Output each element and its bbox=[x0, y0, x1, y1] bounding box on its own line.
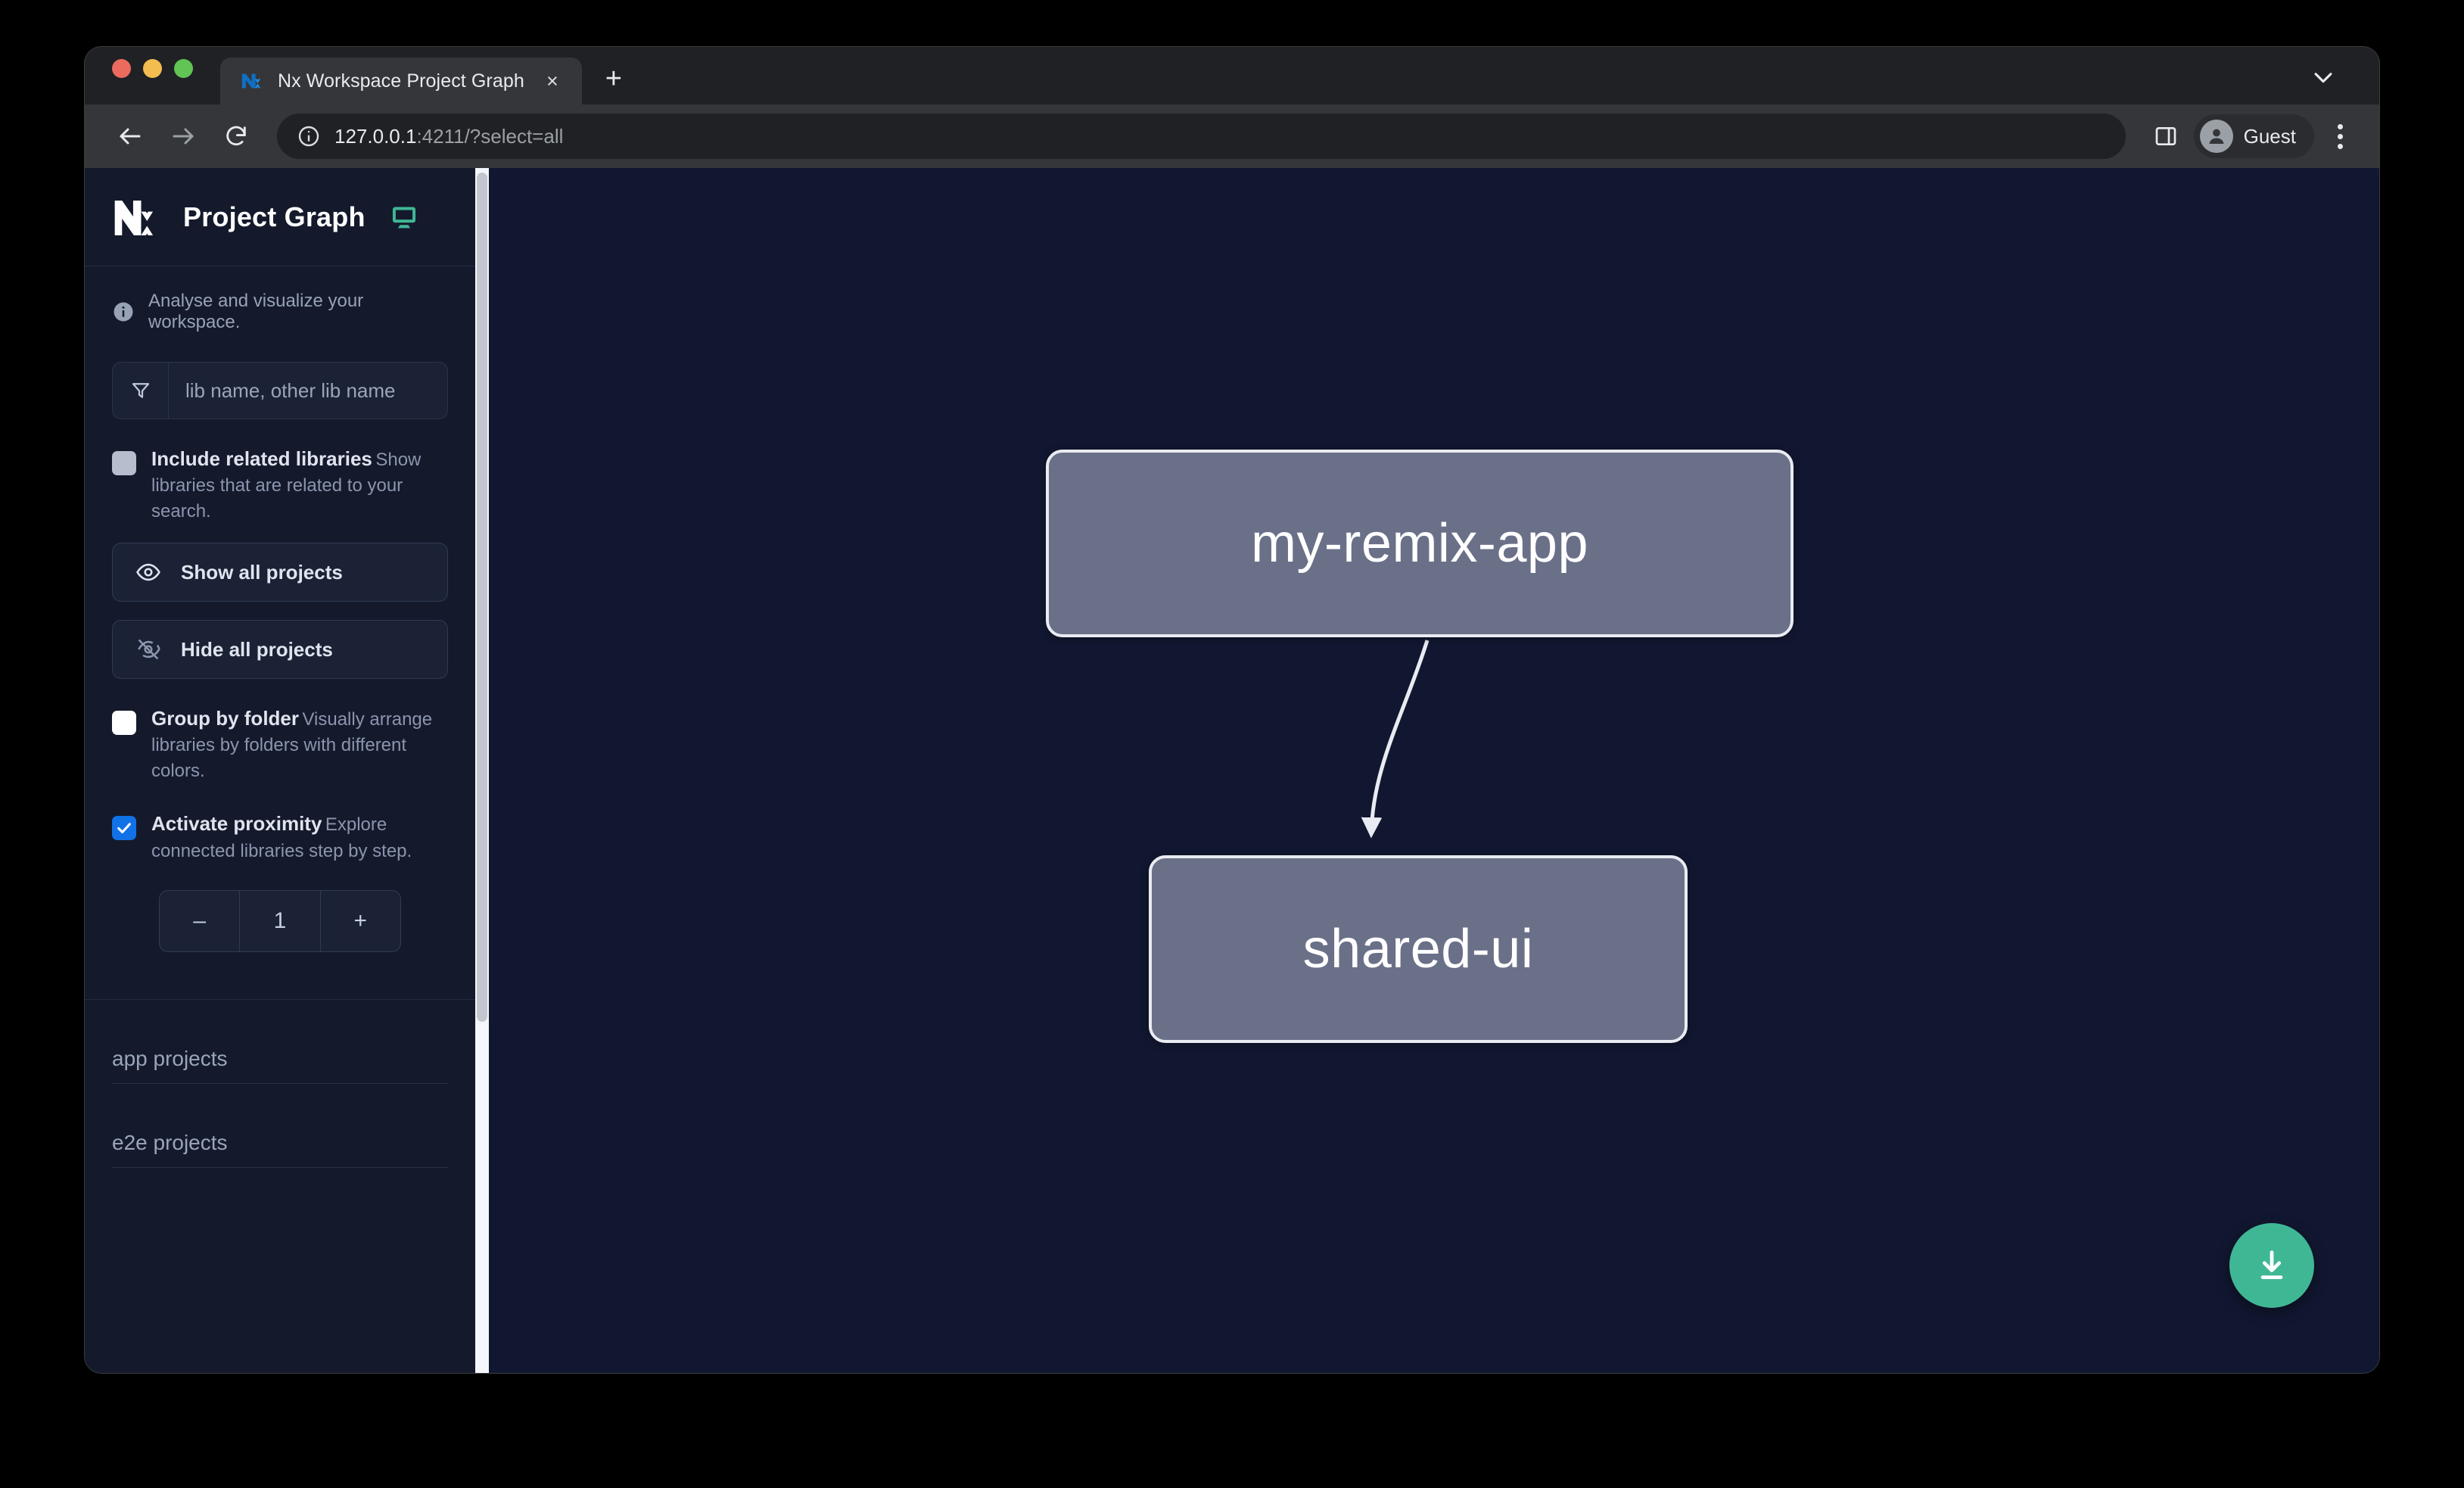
option-activate-proximity[interactable]: Activate proximity Explore connected lib… bbox=[112, 811, 448, 864]
tab-strip: Nx Workspace Project Graph × + bbox=[85, 47, 2379, 104]
sidebar-header: Project Graph bbox=[85, 168, 475, 266]
back-button[interactable] bbox=[107, 114, 153, 159]
browser-tab[interactable]: Nx Workspace Project Graph × bbox=[220, 58, 582, 104]
download-icon bbox=[2260, 1250, 2283, 1279]
sidebar-divider bbox=[85, 998, 475, 1000]
page-content: Project Graph Analyse and visualize your… bbox=[85, 168, 2379, 1373]
option-description: Show libraries that are related to your … bbox=[151, 450, 422, 522]
option-description: Explore connected libraries step by step… bbox=[151, 814, 412, 861]
site-info-icon[interactable] bbox=[297, 124, 321, 148]
url-text: 127.0.0.1:4211/?select=all bbox=[334, 125, 563, 148]
minimize-window-button[interactable] bbox=[143, 58, 162, 78]
group-e2e-projects[interactable]: e2e projects bbox=[112, 1084, 448, 1168]
filter-icon bbox=[113, 363, 169, 419]
search-input[interactable] bbox=[169, 363, 447, 419]
monitor-icon[interactable] bbox=[390, 203, 418, 232]
sidebar: Project Graph Analyse and visualize your… bbox=[85, 168, 489, 1373]
sidebar-body: Include related libraries Show libraries… bbox=[85, 333, 475, 952]
proximity-stepper: – 1 + bbox=[159, 889, 401, 952]
group-label: app projects bbox=[112, 1046, 228, 1070]
node-label: my-remix-app bbox=[1250, 513, 1589, 574]
address-bar[interactable]: 127.0.0.1:4211/?select=all bbox=[277, 114, 2126, 159]
sidebar-scrollbar[interactable] bbox=[475, 168, 489, 1373]
browser-toolbar: 127.0.0.1:4211/?select=all Guest bbox=[85, 104, 2379, 168]
stepper-value: 1 bbox=[239, 890, 319, 951]
group-underline bbox=[112, 1166, 448, 1168]
option-description: Visually arrange libraries by folders wi… bbox=[151, 709, 433, 782]
download-graph-button[interactable] bbox=[2229, 1223, 2314, 1308]
stepper-increment-button[interactable]: + bbox=[319, 890, 400, 951]
nx-favicon bbox=[241, 73, 261, 89]
node-label: shared-ui bbox=[1302, 919, 1534, 979]
sidebar-note: Analyse and visualize your workspace. bbox=[85, 266, 475, 333]
scrollbar-thumb[interactable] bbox=[477, 173, 487, 1022]
url-path: :4211/?select=all bbox=[416, 124, 564, 148]
eye-off-icon bbox=[138, 639, 160, 660]
button-label: Show all projects bbox=[181, 560, 343, 584]
maximize-window-button[interactable] bbox=[174, 58, 193, 78]
hide-all-projects-button[interactable]: Hide all projects bbox=[112, 620, 448, 680]
chevron-down-icon[interactable] bbox=[2308, 62, 2338, 92]
checkbox-group-by-folder[interactable] bbox=[112, 711, 136, 736]
check-icon bbox=[117, 823, 131, 834]
show-all-projects-button[interactable]: Show all projects bbox=[112, 543, 448, 602]
browser-window: Nx Workspace Project Graph × + bbox=[85, 47, 2379, 1373]
side-panel-icon[interactable] bbox=[2145, 116, 2186, 157]
option-label: Include related libraries bbox=[151, 447, 372, 470]
window-controls bbox=[112, 47, 193, 104]
forward-button[interactable] bbox=[160, 114, 206, 159]
project-graph-canvas[interactable]: my-remix-app shared-ui bbox=[489, 168, 2379, 1373]
close-window-button[interactable] bbox=[112, 58, 131, 78]
button-label: Hide all projects bbox=[181, 637, 333, 661]
group-app-projects[interactable]: app projects bbox=[112, 1000, 448, 1084]
graph-node-shared-ui[interactable]: shared-ui bbox=[1149, 855, 1688, 1043]
page-title: Project Graph bbox=[183, 201, 366, 232]
browser-menu-button[interactable] bbox=[2322, 114, 2358, 158]
option-label: Activate proximity bbox=[151, 812, 322, 836]
tab-title: Nx Workspace Project Graph bbox=[278, 70, 524, 92]
group-label: e2e projects bbox=[112, 1130, 228, 1154]
checkbox-activate-proximity[interactable] bbox=[112, 816, 136, 841]
info-icon bbox=[114, 302, 133, 322]
filter-box[interactable] bbox=[112, 362, 448, 419]
checkbox-include-related-libraries[interactable] bbox=[112, 451, 136, 475]
new-tab-button[interactable]: + bbox=[605, 63, 622, 95]
sidebar-note-text: Analyse and visualize your workspace. bbox=[148, 291, 364, 332]
toolbar-right: Guest bbox=[2145, 114, 2358, 158]
close-tab-button[interactable]: × bbox=[546, 69, 558, 92]
group-underline bbox=[112, 1082, 448, 1084]
avatar bbox=[2199, 120, 2233, 153]
option-include-related-libraries[interactable]: Include related libraries Show libraries… bbox=[112, 447, 448, 525]
option-label: Group by folder bbox=[151, 707, 299, 730]
profile-name: Guest bbox=[2243, 124, 2296, 148]
stepper-decrement-button[interactable]: – bbox=[193, 907, 206, 933]
graph-edges bbox=[1361, 640, 1430, 839]
profile-button[interactable]: Guest bbox=[2193, 114, 2314, 158]
reload-button[interactable] bbox=[213, 114, 259, 159]
graph-node-my-remix-app[interactable]: my-remix-app bbox=[1046, 450, 1794, 637]
nx-logo-icon bbox=[114, 200, 154, 235]
option-group-by-folder[interactable]: Group by folder Visually arrange librari… bbox=[112, 706, 448, 784]
graph-edge bbox=[1361, 640, 1430, 839]
eye-icon bbox=[136, 564, 160, 581]
url-host: 127.0.0.1 bbox=[334, 124, 417, 148]
